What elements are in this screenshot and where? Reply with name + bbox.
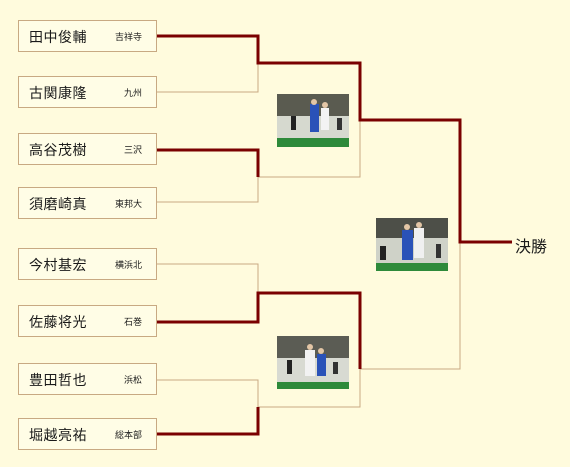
entry-name: 今村基宏 <box>29 258 87 274</box>
bracket-line-sumazaki <box>157 177 259 203</box>
entry-8: 堀越亮祐 総本部 <box>18 418 157 450</box>
entry-4: 須磨崎真 東邦大 <box>18 187 157 219</box>
bracket-line-sf1-loser <box>258 120 361 178</box>
entry-affiliation: 吉祥寺 <box>114 33 142 43</box>
bracket-line-imamura <box>157 263 259 293</box>
match-photo-semifinal-1 <box>277 94 349 147</box>
entry-name: 田中俊輔 <box>29 30 87 46</box>
bracket-line-toyoda <box>157 379 259 407</box>
match-photo-final <box>376 218 448 271</box>
entry-affiliation: 東邦大 <box>114 200 142 210</box>
entry-affiliation: 横浜北 <box>114 261 142 271</box>
bracket-line-tanaka <box>157 34 512 244</box>
bracket-line-sato <box>157 291 362 369</box>
entry-affiliation: 三沢 <box>123 146 142 156</box>
entry-3: 高谷茂樹 三沢 <box>18 133 157 165</box>
entry-name: 佐藤将光 <box>29 315 87 331</box>
bracket-line-takaya <box>157 148 260 177</box>
bracket-line-sf2-loser <box>258 369 361 408</box>
entry-6: 佐藤将光 石巻 <box>18 305 157 337</box>
entry-name: 須磨崎真 <box>29 197 87 213</box>
entry-affiliation: 総本部 <box>114 431 142 441</box>
entry-name: 豊田哲也 <box>29 373 87 389</box>
entry-affiliation: 石巻 <box>123 318 142 328</box>
match-photo-semifinal-2 <box>277 336 349 389</box>
entry-5: 今村基宏 横浜北 <box>18 248 157 280</box>
bracket-line-koseki <box>157 63 259 93</box>
entry-name: 堀越亮祐 <box>29 428 87 444</box>
bracket-line-final-loser <box>360 242 461 370</box>
entry-affiliation: 浜松 <box>123 376 142 386</box>
entry-name: 古関康隆 <box>29 86 87 102</box>
entry-2: 古関康隆 九州 <box>18 76 157 108</box>
entry-affiliation: 九州 <box>123 89 142 99</box>
entry-7: 豊田哲也 浜松 <box>18 363 157 395</box>
entry-1: 田中俊輔 吉祥寺 <box>18 20 157 52</box>
final-label: 決勝 <box>515 237 548 256</box>
entry-name: 高谷茂樹 <box>29 143 87 159</box>
bracket-line-horikoshi <box>157 407 260 436</box>
